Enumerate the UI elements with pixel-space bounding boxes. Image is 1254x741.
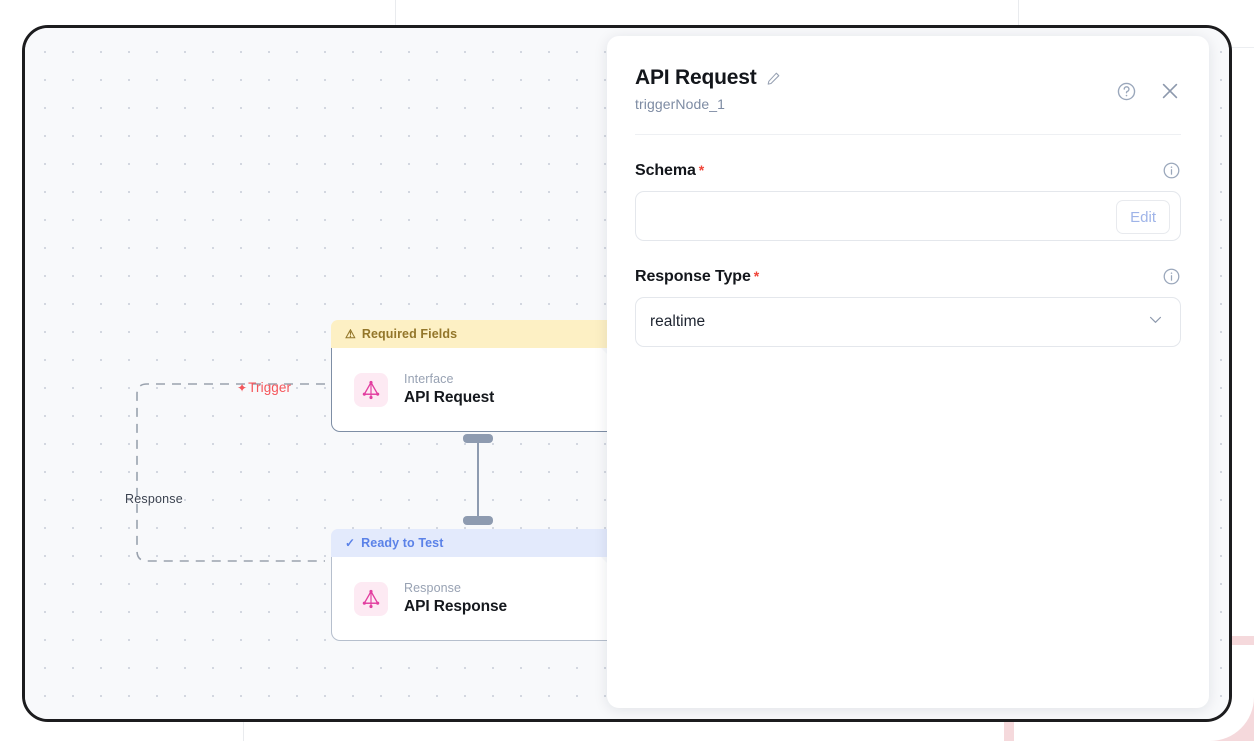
field-label-row: Response Type*	[635, 267, 1181, 286]
field-label-text: Response Type	[635, 267, 751, 285]
field-response-type: Response Type* realtime	[635, 267, 1181, 347]
required-marker: *	[753, 267, 760, 284]
node-title-label: API Response	[404, 598, 508, 615]
graphql-icon	[354, 582, 388, 616]
edge-label-trigger: ✦Trigger	[237, 380, 291, 395]
node-connector-edge	[477, 440, 479, 522]
field-label-response-type: Response Type*	[635, 268, 759, 286]
panel-subtitle-node-id: triggerNode_1	[635, 96, 726, 112]
node-title-label: API Request	[404, 389, 495, 406]
node-handle-target[interactable]	[463, 516, 493, 525]
schema-input-shell[interactable]: Edit	[635, 191, 1181, 241]
info-circle-icon[interactable]	[1162, 161, 1181, 180]
node-kind-label: Interface	[404, 372, 454, 386]
info-circle-icon[interactable]	[1162, 267, 1181, 286]
response-type-value: realtime	[650, 313, 706, 330]
bg-divider-1	[395, 0, 396, 48]
page-title: API Request	[635, 66, 757, 89]
pencil-icon[interactable]	[766, 71, 781, 86]
required-marker: *	[698, 161, 705, 178]
bolt-icon: ✦	[237, 381, 248, 395]
schema-edit-button[interactable]: Edit	[1116, 200, 1170, 234]
node-text: Interface API Request	[404, 372, 494, 407]
graphql-icon	[354, 373, 388, 407]
node-handle-source[interactable]	[463, 434, 493, 443]
help-circle-icon[interactable]	[1116, 81, 1137, 102]
bg-divider-3	[243, 722, 244, 741]
panel-title-row: API Request	[635, 66, 1181, 90]
node-status-badge-label: Required Fields	[361, 327, 458, 341]
field-label-schema: Schema*	[635, 162, 704, 180]
edge-label-trigger-text: Trigger	[248, 380, 292, 395]
chevron-down-icon[interactable]	[1147, 311, 1164, 333]
field-label-row: Schema*	[635, 161, 1181, 180]
field-label-text: Schema	[635, 161, 696, 179]
warning-icon: ⚠	[345, 327, 356, 341]
node-kind-label: Response	[404, 581, 462, 595]
app-window: ✦Trigger Response ⚠ Required Fields	[22, 25, 1232, 722]
panel-actions	[1116, 80, 1181, 102]
edge-label-response: Response	[125, 492, 183, 506]
panel-header: API Request triggerNode_1	[635, 66, 1181, 135]
bg-divider-2	[1018, 0, 1019, 48]
node-detail-panel: API Request triggerNode_1	[607, 36, 1209, 708]
node-status-badge-label: Ready to Test	[361, 536, 444, 550]
node-text: Response API Response	[404, 581, 507, 616]
field-schema: Schema* Edit	[635, 161, 1181, 241]
node-body[interactable]: Interface API Request	[331, 348, 623, 432]
check-icon: ✓	[345, 536, 356, 550]
node-status-badge-required-fields: ⚠ Required Fields	[331, 320, 623, 348]
flow-node-api-response[interactable]: ✓ Ready to Test	[331, 529, 623, 641]
close-icon[interactable]	[1159, 80, 1181, 102]
node-status-badge-ready-to-test: ✓ Ready to Test	[331, 529, 623, 557]
node-body[interactable]: Response API Response	[331, 557, 623, 641]
flow-node-api-request[interactable]: ⚠ Required Fields	[331, 320, 623, 432]
response-type-select[interactable]: realtime	[635, 297, 1181, 347]
